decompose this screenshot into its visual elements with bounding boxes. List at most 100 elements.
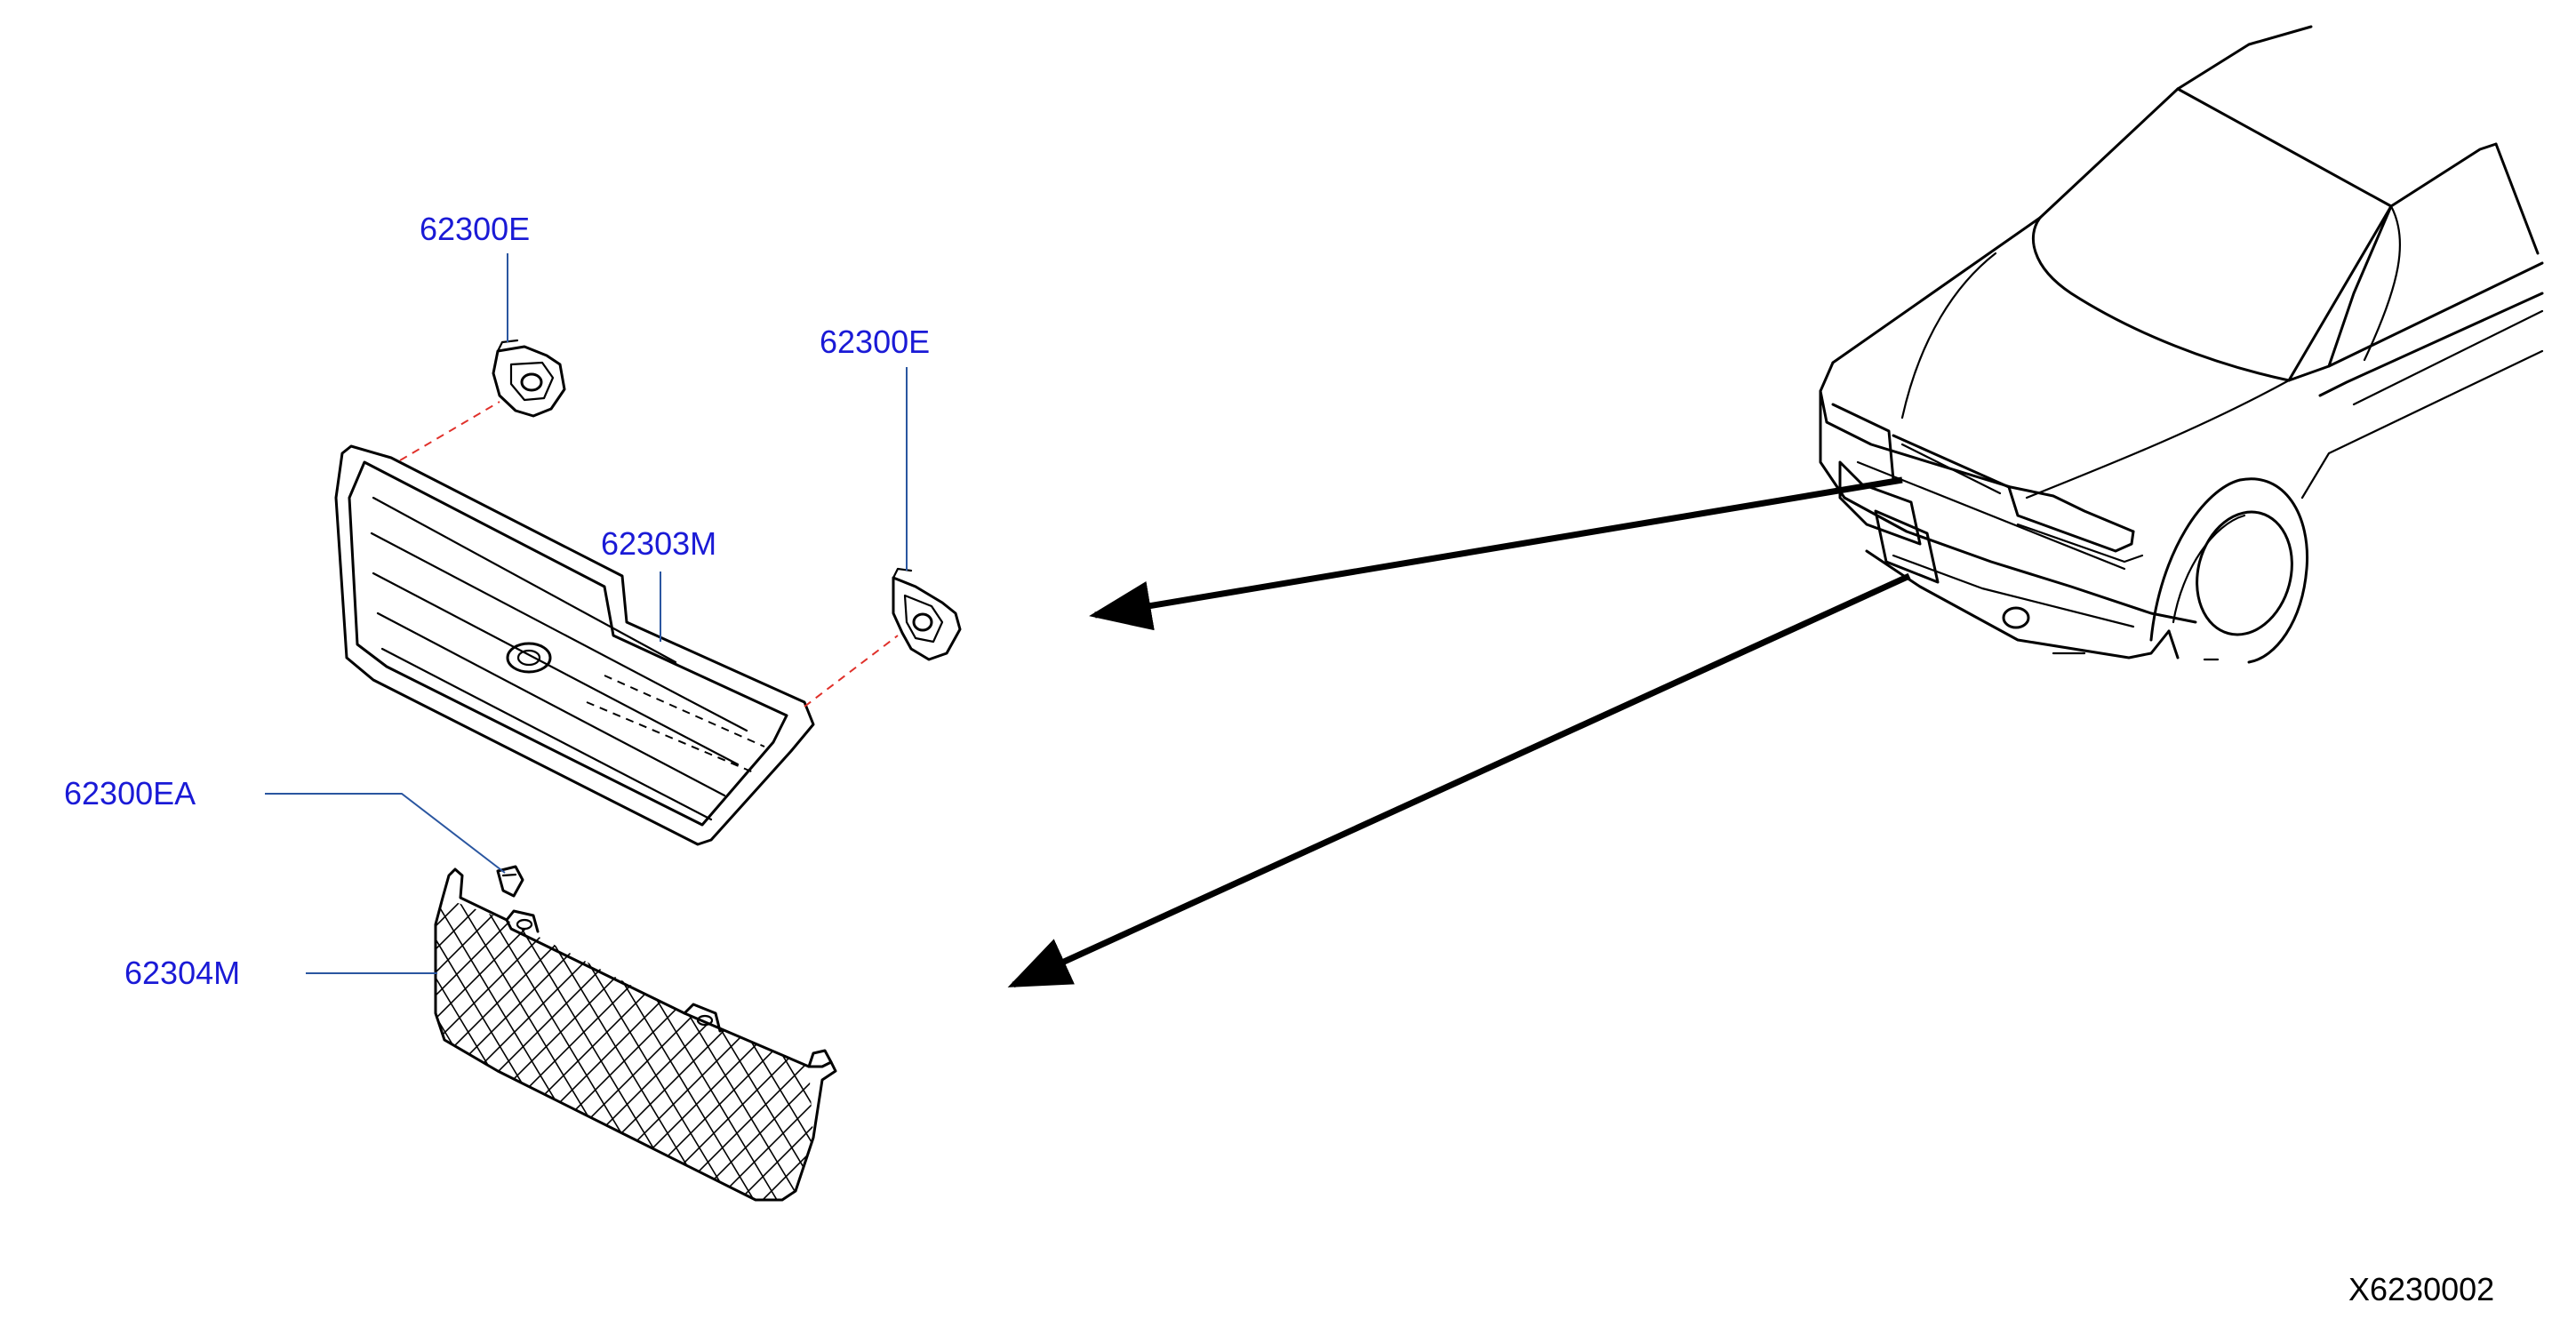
callout-clip-small: 62300EA — [64, 775, 196, 811]
callout-clip-upper-right: 62300E — [820, 324, 931, 360]
mesh-line — [1627, 844, 1893, 1289]
mesh-line — [1298, 844, 1742, 1289]
mesh-line — [2135, 844, 2402, 1289]
mesh-line — [1737, 844, 2181, 1289]
mesh-line — [604, 898, 813, 1200]
mesh-line — [436, 898, 680, 1200]
mesh-line — [488, 898, 813, 1200]
arrow-upper-grille — [1089, 476, 1903, 631]
mesh-line — [696, 898, 813, 1200]
mesh-line — [864, 844, 1131, 1289]
mesh-line — [2112, 844, 2379, 1289]
mesh-line — [2089, 844, 2356, 1289]
mesh-line — [470, 898, 739, 1200]
mesh-line — [1511, 844, 1778, 1289]
mesh-line — [32, 844, 299, 1289]
mesh-line — [0, 844, 240, 1289]
arrow-lower-grille — [1007, 572, 1911, 988]
mesh-line — [0, 844, 55, 1289]
callout-clip-upper-left: 62300E — [420, 211, 531, 247]
mesh-line — [1326, 844, 1593, 1289]
mesh-pattern — [0, 844, 2425, 1289]
mesh-line — [0, 844, 425, 1289]
mesh-line — [609, 898, 813, 1200]
mesh-line — [1881, 844, 2148, 1289]
mesh-line — [2158, 844, 2425, 1289]
mesh-line — [673, 898, 813, 1200]
mesh-line — [436, 898, 726, 1200]
mesh-line — [436, 898, 541, 1200]
mesh-line — [980, 844, 1246, 1289]
mesh-line — [1003, 844, 1269, 1289]
mesh-line — [436, 898, 564, 1200]
mesh-line — [0, 844, 229, 1289]
clip-small-part — [496, 865, 524, 898]
mesh-line — [436, 898, 449, 1200]
clip-upper-right-part — [892, 567, 962, 661]
mesh-line — [1090, 844, 1534, 1289]
mesh-line — [0, 844, 217, 1289]
mesh-line — [719, 898, 813, 1200]
mesh-line — [1396, 844, 1662, 1289]
link-left-clip — [399, 401, 500, 461]
mesh-line — [1228, 844, 1673, 1289]
leader-clip-small — [265, 793, 506, 874]
mesh-line — [1344, 844, 1788, 1289]
mesh-line — [1095, 844, 1362, 1289]
mesh-line — [1650, 844, 1916, 1289]
diagram-reference-code: X6230002 — [2348, 1271, 2495, 1307]
mesh-line — [1598, 844, 2043, 1289]
mesh-line — [436, 898, 669, 1200]
mesh-line — [905, 844, 1349, 1289]
mesh-line — [1488, 844, 1755, 1289]
mesh-line — [1367, 844, 1812, 1289]
mesh-line — [436, 898, 577, 1200]
mesh-line — [1719, 844, 1986, 1289]
mesh-line — [436, 898, 703, 1200]
mesh-line — [1714, 844, 2158, 1289]
mesh-line — [650, 898, 813, 1200]
mesh-line — [1419, 844, 1685, 1289]
mesh-line — [1349, 844, 1616, 1289]
mesh-line — [928, 844, 1372, 1289]
mesh-line — [436, 898, 749, 1200]
mesh-line — [1552, 844, 1996, 1289]
mesh-line — [1575, 844, 2020, 1289]
mesh-line — [101, 844, 368, 1289]
mesh-line — [1321, 844, 1765, 1289]
mesh-line — [724, 898, 813, 1200]
mesh-line — [1252, 844, 1696, 1289]
mesh-line — [534, 898, 813, 1200]
mesh-line — [812, 898, 813, 1200]
mesh-line — [436, 898, 508, 1200]
mesh-line — [1188, 844, 1454, 1289]
mesh-line — [1835, 844, 2101, 1289]
mesh-line — [887, 844, 1154, 1289]
callout-grille-lower: 62304M — [124, 955, 241, 991]
mesh-line — [0, 844, 263, 1289]
mesh-line — [974, 844, 1419, 1289]
mesh-line — [0, 844, 332, 1289]
mesh-line — [1621, 844, 2066, 1289]
mesh-line — [0, 844, 148, 1289]
mesh-line — [2043, 844, 2309, 1289]
mesh-line — [0, 844, 402, 1289]
mesh-line — [436, 898, 692, 1200]
mesh-line — [1372, 844, 1639, 1289]
mesh-line — [841, 844, 1108, 1289]
mesh-line — [0, 844, 101, 1289]
mesh-line — [1436, 844, 1881, 1289]
mesh-line — [859, 844, 1303, 1289]
mesh-line — [511, 898, 813, 1200]
mesh-line — [0, 844, 44, 1289]
mesh-line — [0, 844, 194, 1289]
mesh-line — [493, 898, 762, 1200]
mesh-line — [1275, 844, 1719, 1289]
mesh-line — [0, 844, 206, 1289]
mesh-line — [557, 898, 813, 1200]
mesh-line — [55, 844, 322, 1289]
mesh-line — [1534, 844, 1801, 1289]
mesh-line — [1460, 844, 1904, 1289]
mesh-line — [0, 844, 137, 1289]
mesh-line — [436, 898, 438, 1200]
